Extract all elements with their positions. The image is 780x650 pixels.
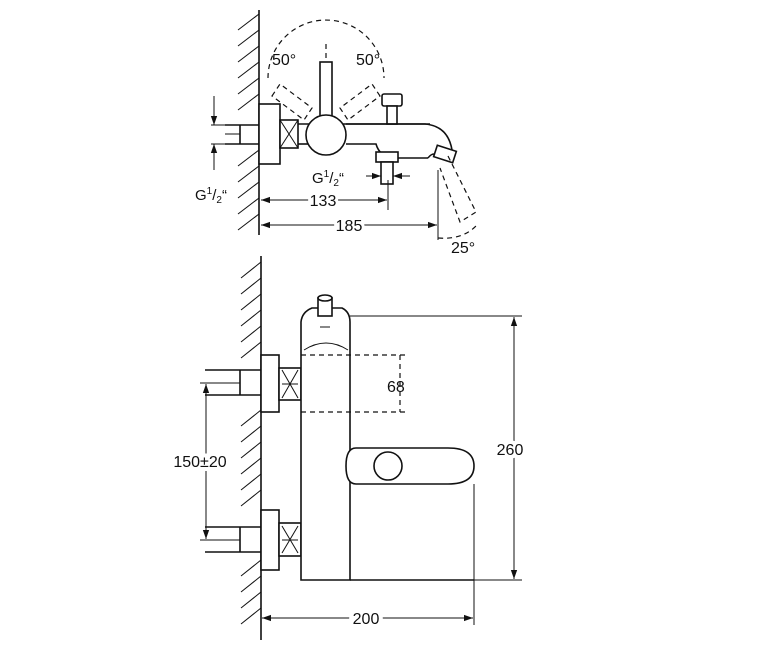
dim-150-label: 150±20 [173,454,226,471]
dim-260 [474,315,522,581]
dim-133 [261,180,389,210]
front-wall [240,256,262,640]
dim-150 [200,382,240,541]
dim-133-label: 133 [310,193,337,210]
dim-200-label: 200 [353,611,380,628]
angle-left-label: 50° [272,52,296,69]
top-thread-right-label: G1/2“ [312,169,344,189]
top-outlet [375,151,399,185]
top-nut [279,119,299,149]
spout-angle-arc [437,225,477,239]
lower-connector [205,509,308,571]
top-thread-dim [210,96,228,170]
dim-200 [262,484,475,625]
front-view: 68 150±20 260 200 [169,256,527,640]
spout-angle-label: 25° [451,240,475,257]
mixer-knob [305,114,347,156]
top-view: G1/2“ G1/2“ 50° 50° 133 185 25° [195,10,477,257]
dim-185-label: 185 [336,218,363,235]
top-wall [237,10,260,235]
dim-68-label: 68 [387,379,405,396]
top-spout [346,123,477,223]
front-spout [345,447,475,485]
dim-260-label: 260 [497,442,524,459]
lever-handle [319,61,333,119]
diverter-knob [381,93,403,125]
top-escutcheon [258,103,281,165]
dim-68 [301,354,408,413]
front-body [300,307,474,581]
top-pipe [225,124,259,145]
dim-185 [261,170,439,240]
top-thread-left-label: G1/2“ [195,186,227,206]
angle-right-label: 50° [356,52,380,69]
front-lever [317,294,333,328]
